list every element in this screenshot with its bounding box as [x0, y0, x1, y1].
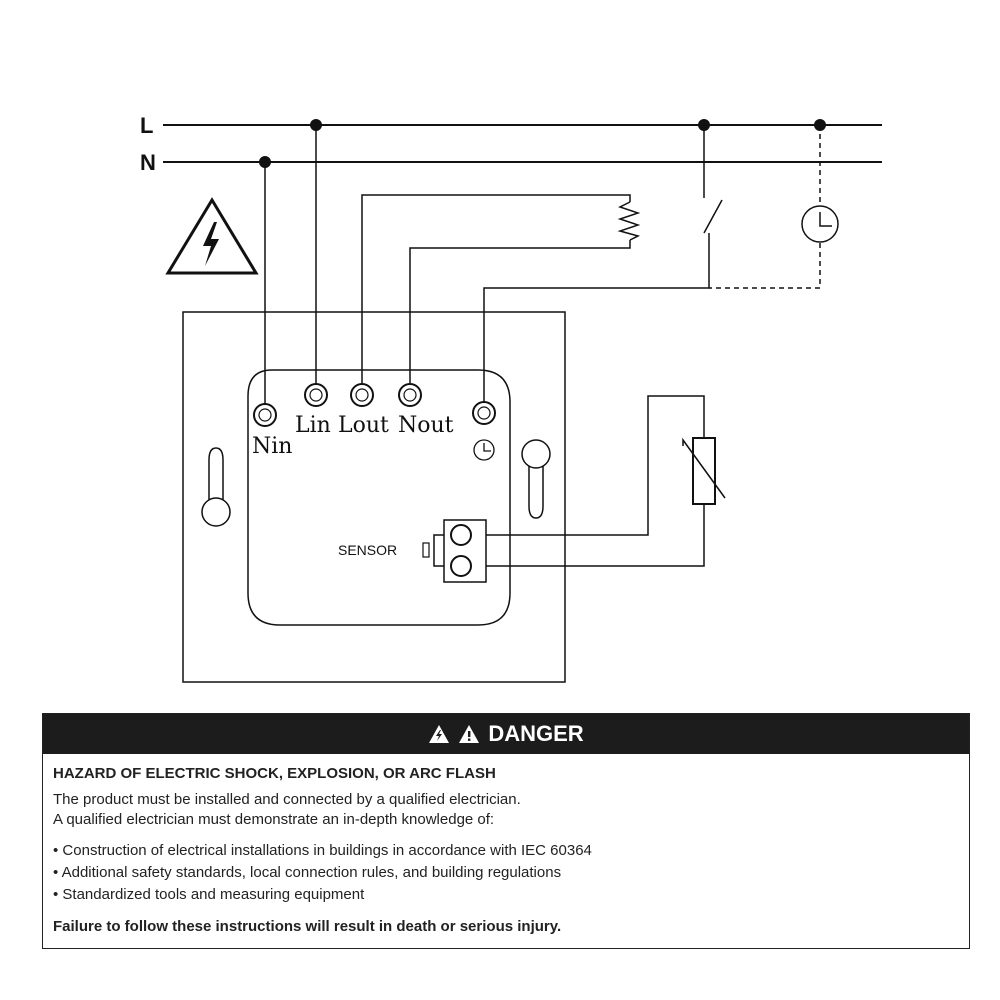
external-temperature-sensor: [486, 395, 726, 567]
danger-notice: DANGER HAZARD OF ELECTRIC SHOCK, EXPLOSI…: [42, 713, 970, 949]
list-item: Standardized tools and measuring equipme…: [53, 884, 969, 906]
danger-line-2: A qualified electrician must demonstrate…: [53, 811, 495, 828]
list-item: Additional safety standards, local conne…: [53, 862, 969, 884]
sensor-connector: [422, 519, 487, 583]
electric-shock-warning-icon: [429, 725, 450, 743]
wire-nout: [409, 240, 631, 392]
label-lout: Lout: [338, 413, 389, 438]
terminal-lin: [304, 383, 328, 407]
knowledge-list: Construction of electrical installations…: [43, 840, 969, 906]
hazard-title: HAZARD OF ELECTRIC SHOCK, EXPLOSION, OR …: [53, 765, 496, 782]
external-switch: [483, 125, 723, 410]
clock-icon: [801, 205, 839, 243]
wire-timer-input: [483, 233, 710, 410]
list-item: Construction of electrical installations…: [53, 840, 969, 862]
terminal-lout: [350, 383, 374, 407]
terminal-nin: [253, 403, 277, 427]
label-lin: Lin: [295, 413, 331, 438]
load-wiring: [361, 194, 641, 392]
timer-terminal-clock-icon: [473, 439, 495, 461]
thermostat-unit: Nin Lin Lout Nout SENSOR: [182, 311, 566, 683]
danger-header: DANGER: [43, 714, 969, 754]
wire-sensor-2: [486, 504, 705, 567]
wall-plate: [182, 311, 566, 683]
wiring-diagram: L N: [140, 113, 882, 683]
terminal-timer: [472, 401, 496, 425]
wire-sensor-1: [486, 395, 705, 536]
label-nin: Nin: [252, 434, 292, 459]
supply-wires: [264, 125, 317, 412]
sensor-label: SENSOR: [338, 542, 397, 558]
optional-timer: [709, 125, 839, 289]
danger-header-text: DANGER: [488, 721, 584, 746]
rail-label-n: N: [140, 150, 156, 175]
danger-line-1: The product must be installed and connec…: [53, 791, 521, 808]
mounting-slot-left: [201, 447, 231, 527]
terminal-nout: [398, 383, 422, 407]
terminal-block-housing: [247, 369, 511, 626]
supply-rails: L N: [140, 113, 882, 175]
mounting-slot-right: [521, 439, 551, 519]
thermistor-icon: [692, 437, 716, 505]
wire-lout: [361, 194, 631, 392]
heating-resistor-icon: [617, 201, 641, 241]
general-warning-icon: [459, 725, 480, 743]
high-voltage-warning-icon: [165, 197, 259, 275]
danger-footer: Failure to follow these instructions wil…: [53, 918, 562, 935]
switch-contact-icon: [703, 199, 723, 234]
label-nout: Nout: [398, 413, 454, 438]
rail-label-l: L: [140, 113, 153, 138]
